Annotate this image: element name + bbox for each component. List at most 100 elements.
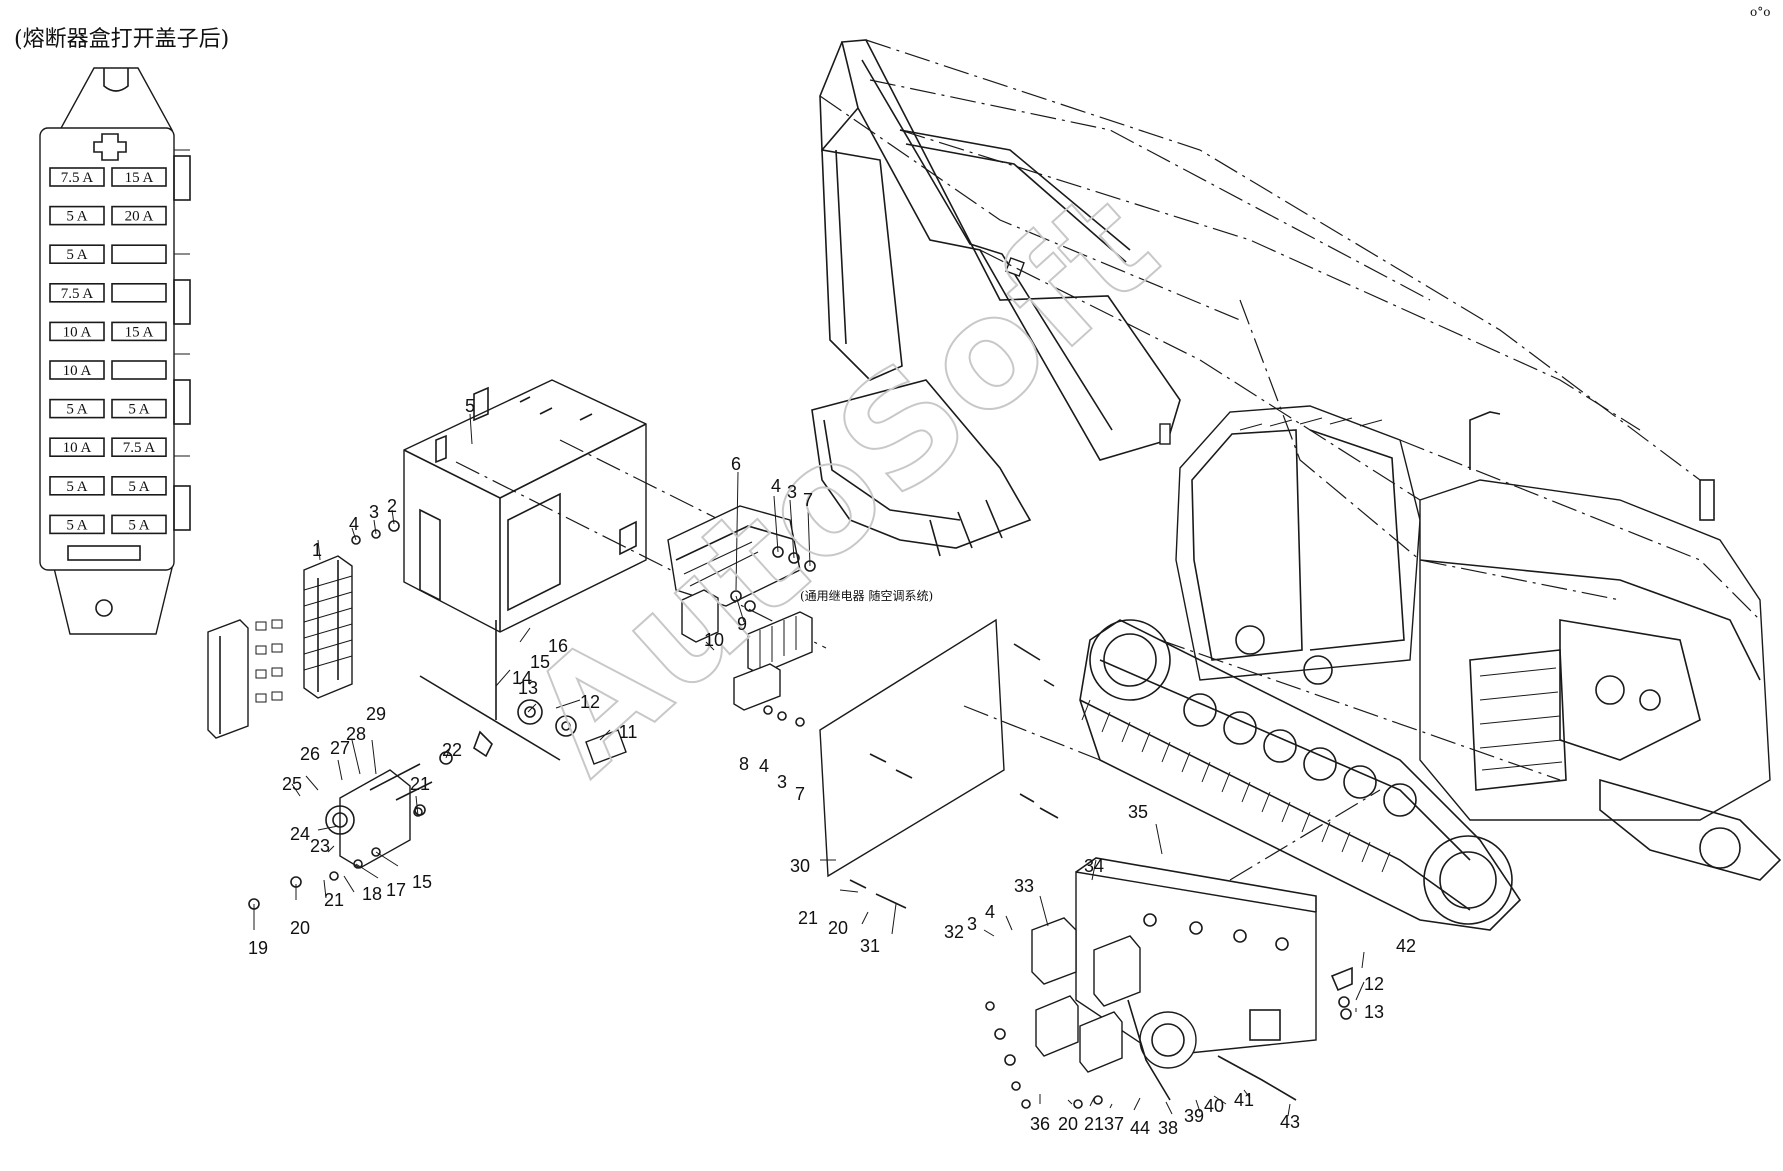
fuse-rating: 10 A	[63, 440, 92, 456]
fuse-rating: 7.5 A	[123, 440, 156, 456]
callout-12: 12	[1364, 974, 1384, 994]
fuse-slot	[49, 282, 105, 303]
corner-mark: o°o	[1750, 5, 1770, 19]
fuse-rating: 15 A	[125, 324, 154, 340]
callout-38: 38	[1158, 1118, 1178, 1138]
callout-32: 32	[944, 922, 964, 942]
fuse-slot	[111, 205, 167, 226]
callout-20: 20	[290, 918, 310, 938]
callout-8: 8	[739, 754, 749, 774]
callout-11: 11	[619, 722, 638, 742]
excavator-outline	[811, 39, 1782, 931]
fuse-rating: 7.5 A	[61, 286, 94, 302]
fuse-rating: 5 A	[128, 517, 149, 533]
callout-30: 30	[790, 856, 810, 876]
callout-37: 37	[1104, 1114, 1124, 1134]
relay-module-1	[207, 520, 400, 739]
fuse-slot	[49, 244, 105, 264]
callout-40: 40	[1204, 1096, 1224, 1116]
fuse-slot	[49, 360, 105, 380]
fuse-rating: 5 A	[66, 209, 87, 225]
fuse-rating: 5 A	[128, 479, 149, 495]
fuse-rating: 5 A	[66, 517, 87, 533]
callout-34: 34	[1084, 856, 1104, 876]
fuse-slot	[49, 167, 105, 187]
callout-27: 27	[330, 738, 350, 758]
ecu-controller	[667, 505, 816, 727]
callout-24: 24	[290, 824, 310, 844]
callout-5: 5	[465, 396, 475, 416]
relay-note: (通用继电器 随空调系统)	[800, 588, 933, 603]
fuse-slot	[49, 514, 105, 535]
callout-29: 29	[366, 704, 386, 724]
callout-3: 3	[369, 502, 379, 522]
callout-41: 41	[1234, 1090, 1254, 1110]
fuse-rating: 10 A	[63, 363, 92, 379]
callout-4: 4	[759, 756, 769, 776]
fuse-slot	[111, 244, 167, 264]
fuse-slot	[111, 360, 167, 380]
callout-39: 39	[1184, 1106, 1204, 1126]
callout-20: 20	[1058, 1114, 1078, 1134]
callout-26: 26	[300, 744, 320, 764]
controller-cabinet	[403, 379, 827, 649]
fuse-slot	[111, 475, 167, 496]
callout-44: 44	[1130, 1118, 1150, 1138]
fuse-slot	[49, 321, 105, 342]
callout-4: 4	[985, 902, 995, 922]
battery-relay-bracket	[985, 789, 1381, 1109]
callout-15: 15	[412, 872, 432, 892]
leader-lines	[253, 413, 1365, 1117]
callout-25: 25	[282, 774, 302, 794]
callout-35: 35	[1128, 802, 1148, 822]
fuse-box: 7.5 A 15 A 5 A 20 A 5 A 7.5 A 10 A 15 A 10 A 5 A 5…	[39, 67, 191, 635]
callout-21: 21	[1084, 1114, 1104, 1134]
fuse-slot	[111, 437, 167, 458]
fuse-rating: 5 A	[66, 479, 87, 495]
callout-3: 3	[967, 914, 977, 934]
fuse-rating: 20 A	[125, 209, 154, 225]
callout-23: 23	[310, 836, 330, 856]
fuse-rating: 5 A	[66, 247, 87, 263]
fuse-slot	[111, 321, 167, 342]
panel-plate	[819, 618, 1101, 909]
callout-31: 31	[860, 936, 880, 956]
callout-15: 15	[530, 652, 550, 672]
callout-17: 17	[386, 880, 406, 900]
callout-1: 1	[312, 540, 322, 560]
callout-20: 20	[828, 918, 848, 938]
fuse-rating: 5 A	[66, 402, 87, 418]
fuse-slot	[111, 282, 167, 303]
callout-14: 14	[512, 668, 532, 688]
fuse-slot	[49, 437, 105, 458]
callout-7: 7	[803, 490, 813, 510]
callout-10: 10	[704, 630, 724, 650]
fuse-box-title: (熔断器盒打开盖子后)	[14, 27, 229, 52]
callout-28: 28	[346, 724, 366, 744]
callout-3: 3	[777, 772, 787, 792]
fuse-rating: 5 A	[128, 402, 149, 418]
callout-19: 19	[248, 938, 268, 958]
fuse-slot	[111, 514, 167, 535]
callout-2: 2	[387, 496, 397, 516]
callout-12: 12	[580, 692, 600, 712]
callout-22: 22	[442, 740, 462, 760]
callout-13: 13	[1364, 1002, 1384, 1022]
fuse-rating: 15 A	[125, 170, 154, 186]
fuse-slot	[49, 205, 105, 226]
fuse-slot	[49, 475, 105, 496]
callout-16: 16	[548, 636, 568, 656]
fuse-slot	[111, 398, 167, 419]
fuse-grid: 7.5 A 15 A 5 A 20 A 5 A 7.5 A 10 A 15 A 10 A 5 A 5…	[49, 167, 167, 535]
fuse-slot	[111, 167, 167, 187]
callout-18: 18	[362, 884, 382, 904]
fuse-rating: 7.5 A	[61, 170, 94, 186]
callout-3: 3	[787, 482, 797, 502]
callout-21: 21	[798, 908, 818, 928]
fuse-slot	[49, 398, 105, 419]
callout-43: 43	[1280, 1112, 1300, 1132]
callout-33: 33	[1014, 876, 1034, 896]
callout-7: 7	[795, 784, 805, 804]
